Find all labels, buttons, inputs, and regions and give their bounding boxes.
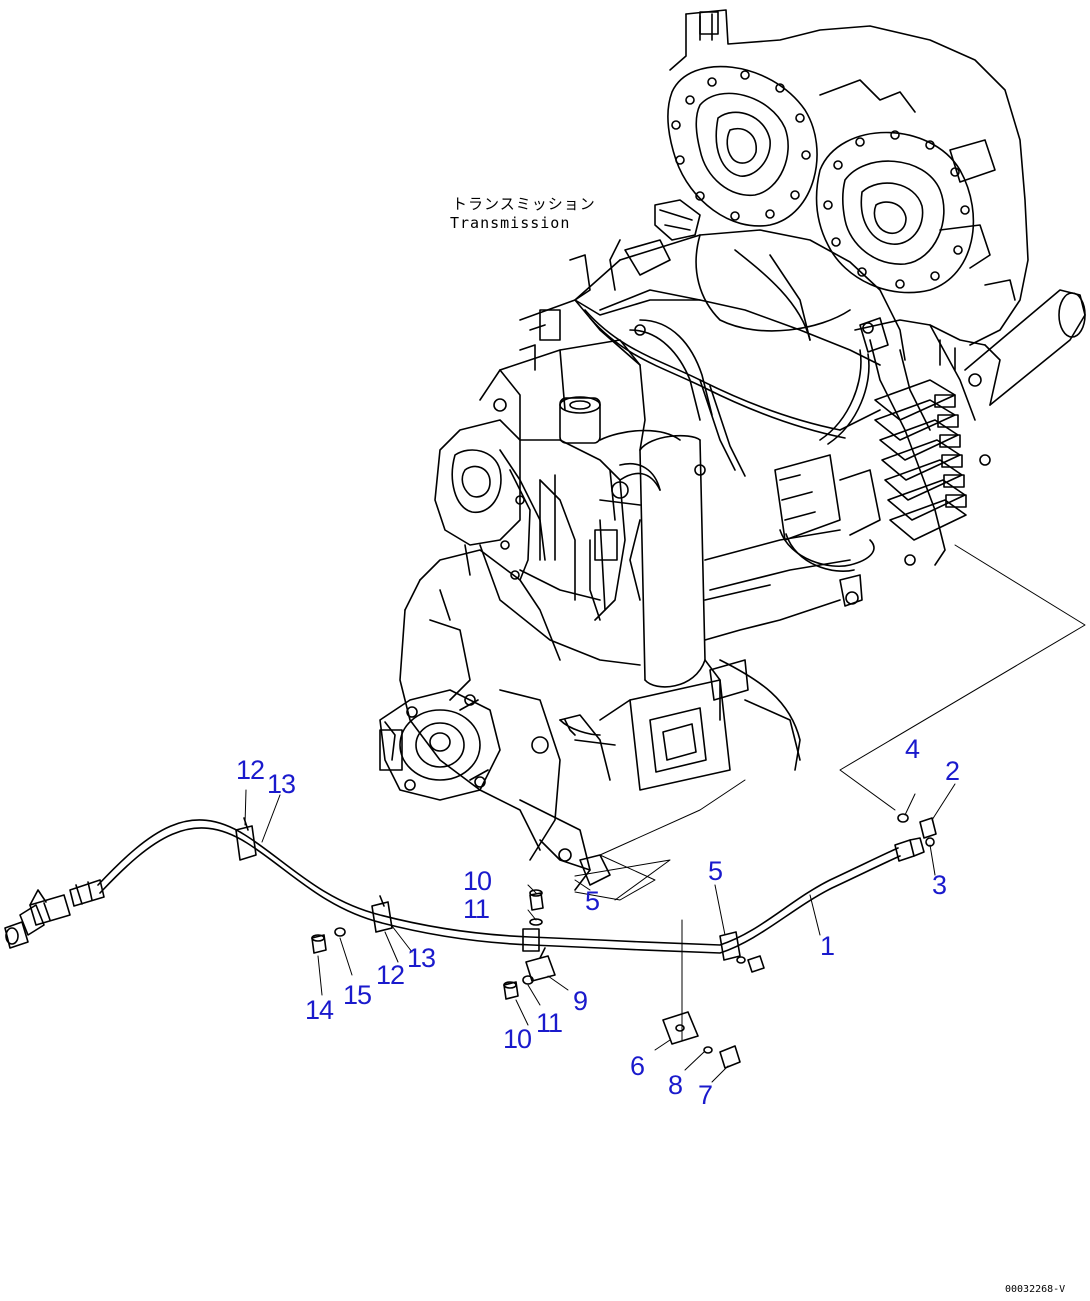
callout-3: 3 <box>932 870 947 900</box>
caption-japanese: トランスミッション <box>452 195 596 213</box>
transmission-gear-case <box>667 9 1029 346</box>
callout-8: 8 <box>668 1070 683 1100</box>
callout-11-lower: 11 <box>536 1008 563 1038</box>
transmission-front-housing <box>379 419 641 891</box>
callout-2: 2 <box>945 756 960 786</box>
callout-5-right: 5 <box>708 856 723 886</box>
reference-leader-lines <box>574 544 1086 1041</box>
transmission-main-body <box>479 199 906 477</box>
callout-13-lower: 13 <box>407 943 436 973</box>
callout-11-upper: 11 <box>463 894 490 924</box>
callout-10-lower: 10 <box>503 1024 532 1054</box>
callout-1: 1 <box>820 931 835 961</box>
control-valve-assembly <box>774 289 1086 607</box>
callout-9: 9 <box>573 986 588 1016</box>
callout-12-upper: 12 <box>236 755 265 785</box>
caption-english: Transmission <box>450 214 571 232</box>
callout-12-lower: 12 <box>376 960 405 990</box>
callout-6: 6 <box>630 1051 645 1081</box>
drawing-number: 00032268-V <box>1005 1284 1066 1295</box>
callout-7: 7 <box>698 1080 713 1110</box>
callout-4: 4 <box>905 734 920 764</box>
callout-13-upper: 13 <box>267 769 296 799</box>
callout-15: 15 <box>343 980 372 1010</box>
callout-leaders <box>244 783 956 1083</box>
filter-and-mid-section <box>429 434 851 791</box>
callout-5-left: 5 <box>585 886 600 916</box>
callout-14: 14 <box>305 995 334 1025</box>
callout-10-upper: 10 <box>463 866 492 896</box>
